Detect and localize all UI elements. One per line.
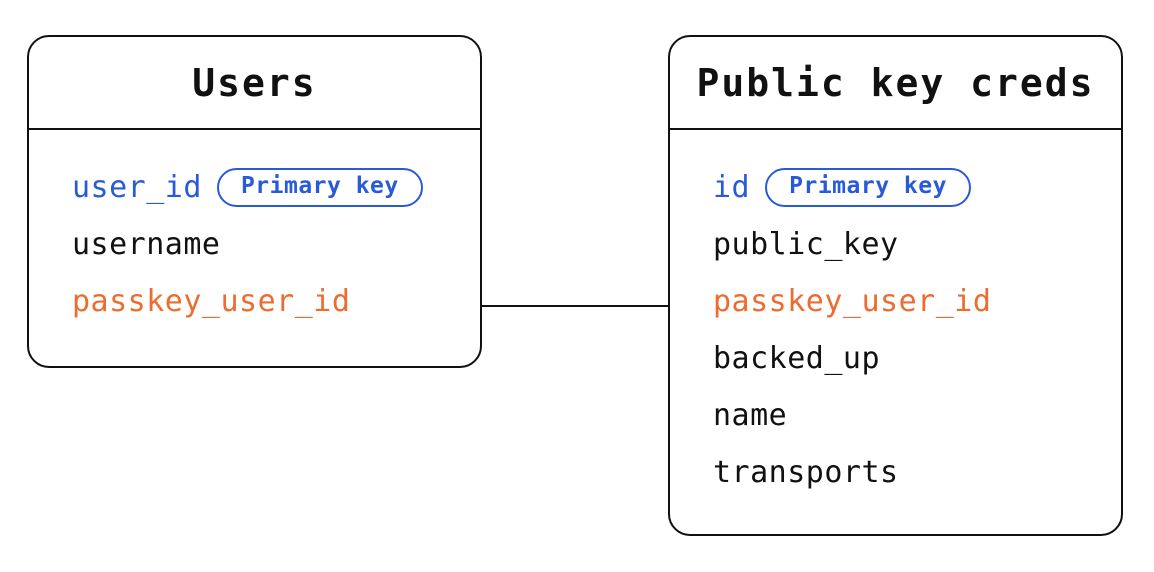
field-name-public-key: public_key [713,227,899,262]
table-public-key-creds-title: Public key creds [670,37,1121,130]
field-row-passkey-user-id: passkey_user_id [670,273,1121,330]
field-name-name: name [713,398,788,433]
relationship-line [481,305,668,307]
field-row-username: username [29,216,480,273]
table-users-field-list: user_id Primary key username passkey_use… [29,130,480,330]
field-row-id: id Primary key [670,159,1121,216]
field-row-public-key: public_key [670,216,1121,273]
field-row-name: name [670,387,1121,444]
table-public-key-creds: Public key creds id Primary key public_k… [668,35,1123,536]
field-name-passkey-user-id: passkey_user_id [713,284,992,319]
field-name-transports: transports [713,455,899,490]
primary-key-badge: Primary key [765,168,971,207]
table-users: Users user_id Primary key username passk… [27,35,482,368]
table-public-key-creds-field-list: id Primary key public_key passkey_user_i… [670,130,1121,501]
field-row-user-id: user_id Primary key [29,159,480,216]
field-name-backed-up: backed_up [713,341,881,376]
field-row-backed-up: backed_up [670,330,1121,387]
field-row-passkey-user-id: passkey_user_id [29,273,480,330]
primary-key-badge: Primary key [216,168,423,207]
table-users-title: Users [29,37,480,130]
field-name-username: username [72,227,221,262]
field-name-user-id: user_id [72,170,202,205]
field-row-transports: transports [670,444,1121,501]
field-name-passkey-user-id: passkey_user_id [72,284,351,319]
field-name-id: id [713,170,751,205]
